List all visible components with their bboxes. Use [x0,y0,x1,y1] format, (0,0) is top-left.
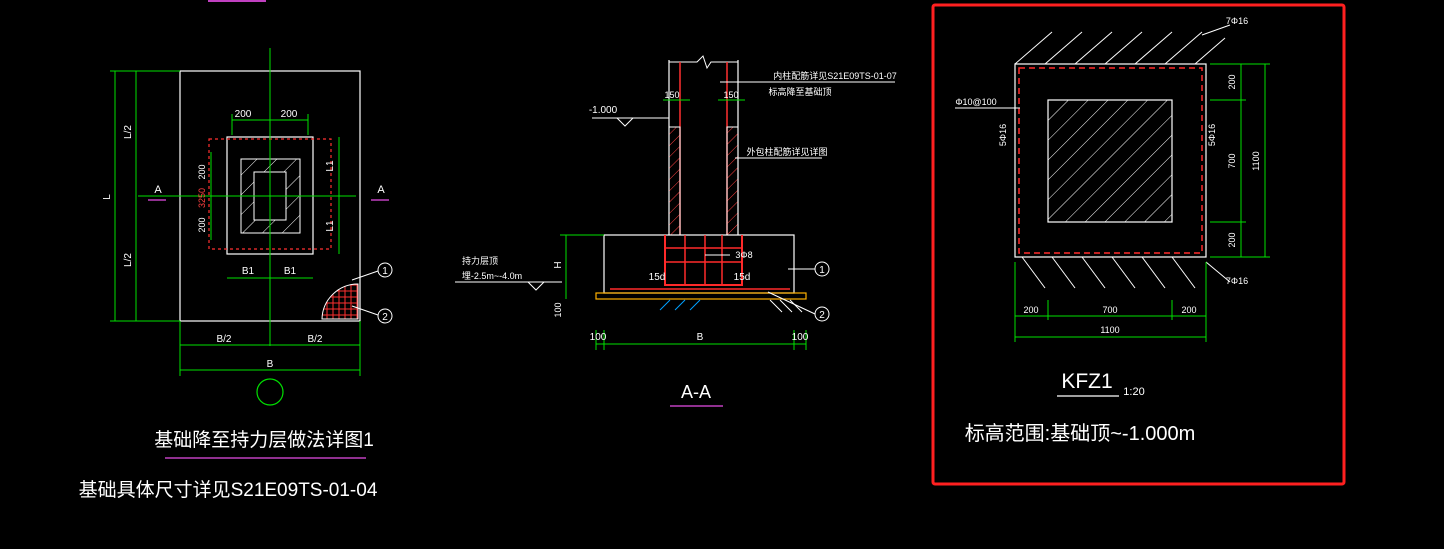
plan-dim-L: L [102,194,113,200]
detail-outer-section [1014,63,1207,258]
detail-dim-right-2: 700 [1227,153,1237,168]
section-title: A-A [681,382,711,402]
plan-title: 基础降至持力层做法详图1 [154,429,374,451]
section-dim-150-left: 150 [664,90,679,100]
detail-note: 标高范围:基础顶~-1.000m [965,422,1196,445]
plan-dim-left-inner-1: 200 [197,164,207,179]
plan-callout-2 [377,308,393,324]
section-bearing-symbol [527,281,545,291]
plan-section-mark-left: A [154,184,162,196]
plan-dim-Bhalf-1: B/2 [216,334,231,345]
detail-rebar-bottom-leader [1205,261,1231,283]
detail-dim-right-total: 1100 [1251,151,1261,170]
section-callout-1 [814,261,830,277]
section-dim-150-right: 150 [723,90,738,100]
section-level-label: -1.000 [589,105,618,116]
plan-dim-left-inner-2: 200 [197,217,207,232]
detail-scale: 1:20 [1123,386,1144,398]
plan-callout-leader-2 [351,305,379,316]
plan-view: 200 200 200 3250 200 L1 L1 L/2 L/2 L A A… [79,48,393,501]
section-bedding [595,292,807,300]
section-view: -1.000 150 150 内柱配筋详见S21E09TS-01-07 标高降至… [455,55,897,407]
section-ground-hatch [769,299,803,313]
section-dim-100-vert: 100 [553,302,563,317]
section-callout-2-label: 2 [819,310,825,321]
detail-dim-bottom-1: 200 [1023,305,1038,315]
section-note-2: 标高降至基础顶 [768,86,831,97]
section-callout-1-label: 1 [819,265,825,276]
section-bearing-note-2: 埋-2.5m~-4.0m [462,271,522,281]
section-encase-left [668,126,681,236]
detail-side-right: 5Φ16 [1207,124,1217,146]
detail-title: KFZ1 [1061,370,1112,393]
section-anchorage-left: 15d [649,272,666,283]
section-rebar-cage [664,235,743,286]
section-callout-2 [814,306,830,322]
section-dim-bottom-1: 100 [590,332,607,343]
plan-subtitle: 基础具体尺寸详见S21E09TS-01-04 [79,479,378,501]
section-dim-bottom-2: B [697,332,704,343]
plan-dim-right-upper: L1 [325,160,336,172]
plan-dim-L-half-2: L/2 [123,253,134,267]
section-dim-bottom-3: 100 [792,332,809,343]
section-rebar-label: 3Φ8 [735,250,752,260]
detail-bottom-hatch [1021,256,1196,289]
plan-dim-B1-2: B1 [284,266,297,277]
plan-corner-hatch [321,283,359,320]
plan-dim-B: B [267,359,274,370]
section-anchorage-right: 15d [734,272,751,283]
plan-axis-bubble [256,378,284,406]
section-bearing-note-1: 持力层顶 [462,255,498,266]
detail-dim-bottom-total: 1100 [1100,325,1119,335]
detail-rebar-top: 7Φ16 [1226,16,1248,26]
detail-side-left: 5Φ16 [998,124,1008,146]
plan-dim-top-1: 200 [235,109,252,120]
detail-highlight-box [931,3,1346,486]
section-dim-H: H [553,261,564,268]
section-callout-leader-2 [767,291,816,315]
section-encase-right [726,126,739,236]
detail-top-hatch [1014,31,1226,65]
plan-section-mark-right: A [377,184,385,196]
section-level-symbol [616,117,634,127]
detail-dim-right-1: 200 [1227,74,1237,89]
detail-dim-bottom-2: 700 [1102,305,1117,315]
section-break-mark [669,55,738,70]
plan-dim-center: 3250 [197,188,207,208]
detail-dim-bottom-3: 200 [1181,305,1196,315]
detail-stirrup-label: Φ10@100 [955,97,996,107]
section-note-3: 外包柱配筋详见详图 [746,146,827,157]
plan-callout-1-label: 1 [382,266,388,277]
plan-callout-1 [377,262,393,278]
plan-dim-B1-1: B1 [242,266,255,277]
plan-callout-2-label: 2 [382,312,388,323]
plan-dim-top-2: 200 [281,109,298,120]
detail-rebar-top-leader [1201,24,1231,36]
plan-callout-leader-1 [351,270,379,281]
detail-stirrup [1018,67,1203,254]
plan-dim-Bhalf-2: B/2 [307,334,322,345]
detail-rebar-bottom: 7Φ16 [1226,276,1248,286]
column-detail: 7Φ16 7Φ16 Φ10@100 5Φ16 5Φ16 200 700 200 … [931,3,1346,486]
plan-dim-right-lower: L1 [325,220,336,232]
detail-dim-right-3: 200 [1227,232,1237,247]
detail-inner-column [1047,99,1173,223]
section-earth-mark [659,299,701,311]
section-note-1: 内柱配筋详见S21E09TS-01-07 [773,70,897,81]
plan-dim-L-half-1: L/2 [123,125,134,139]
